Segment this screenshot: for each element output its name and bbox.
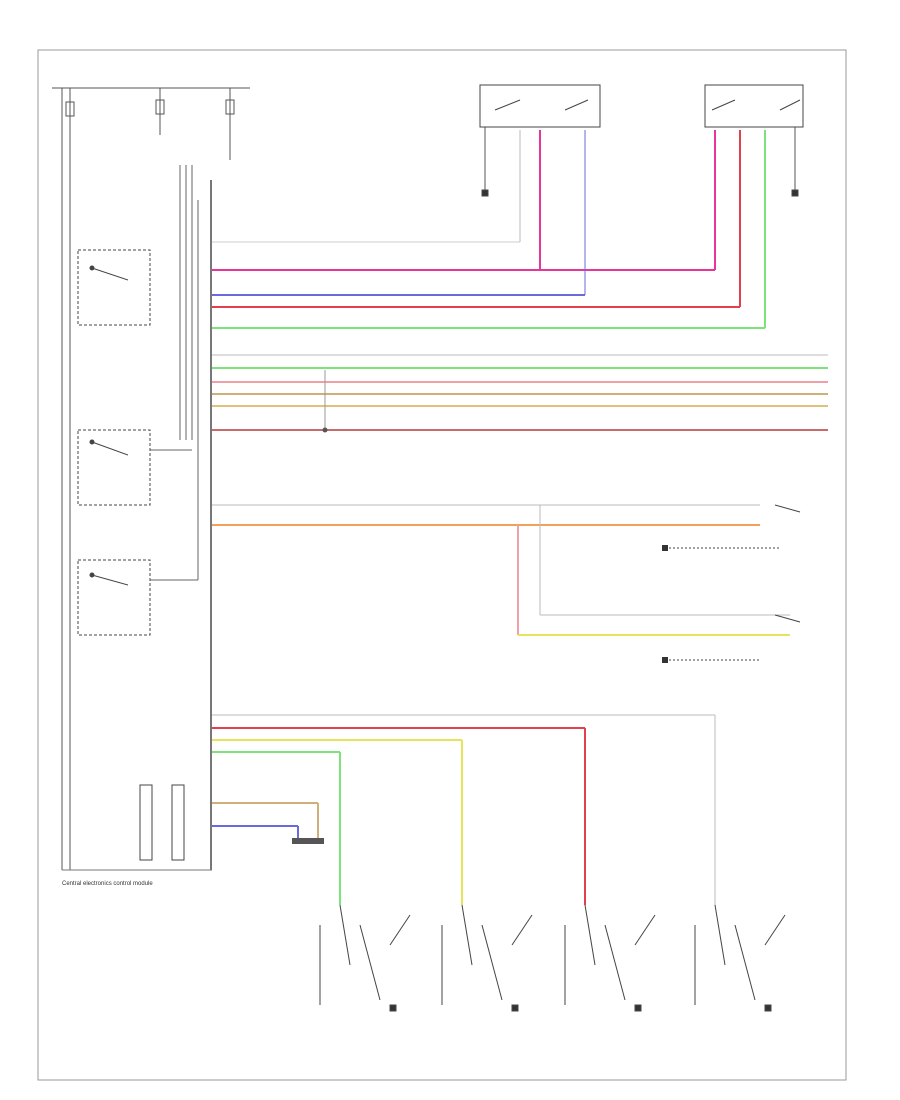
door-actuator-4	[694, 904, 786, 1012]
central-module: Central electronics control module	[62, 180, 212, 887]
module-connector	[139, 784, 185, 861]
diagram-frame	[37, 49, 847, 1081]
trunk-motor	[212, 802, 324, 844]
central-module-label: Central electronics control module	[62, 881, 153, 887]
trunk-switch-section	[517, 504, 801, 663]
lock-relay	[77, 249, 151, 326]
door-actuator-1	[319, 904, 411, 1012]
splice-center	[322, 370, 328, 433]
door-actuator-3	[564, 904, 656, 1012]
trunk-relay	[77, 559, 151, 636]
fuse-1	[65, 101, 75, 117]
switch-drops	[519, 130, 766, 328]
unlock-relay	[77, 429, 151, 506]
fuse-3	[225, 99, 235, 115]
pass-lock-switch	[704, 84, 804, 197]
actuator-buses	[212, 714, 716, 905]
coil-bundle	[150, 165, 199, 581]
fuse-2	[155, 99, 165, 115]
driver-lock-switch	[479, 84, 601, 197]
harness-wires	[212, 241, 828, 526]
door-actuator-2	[441, 904, 533, 1012]
